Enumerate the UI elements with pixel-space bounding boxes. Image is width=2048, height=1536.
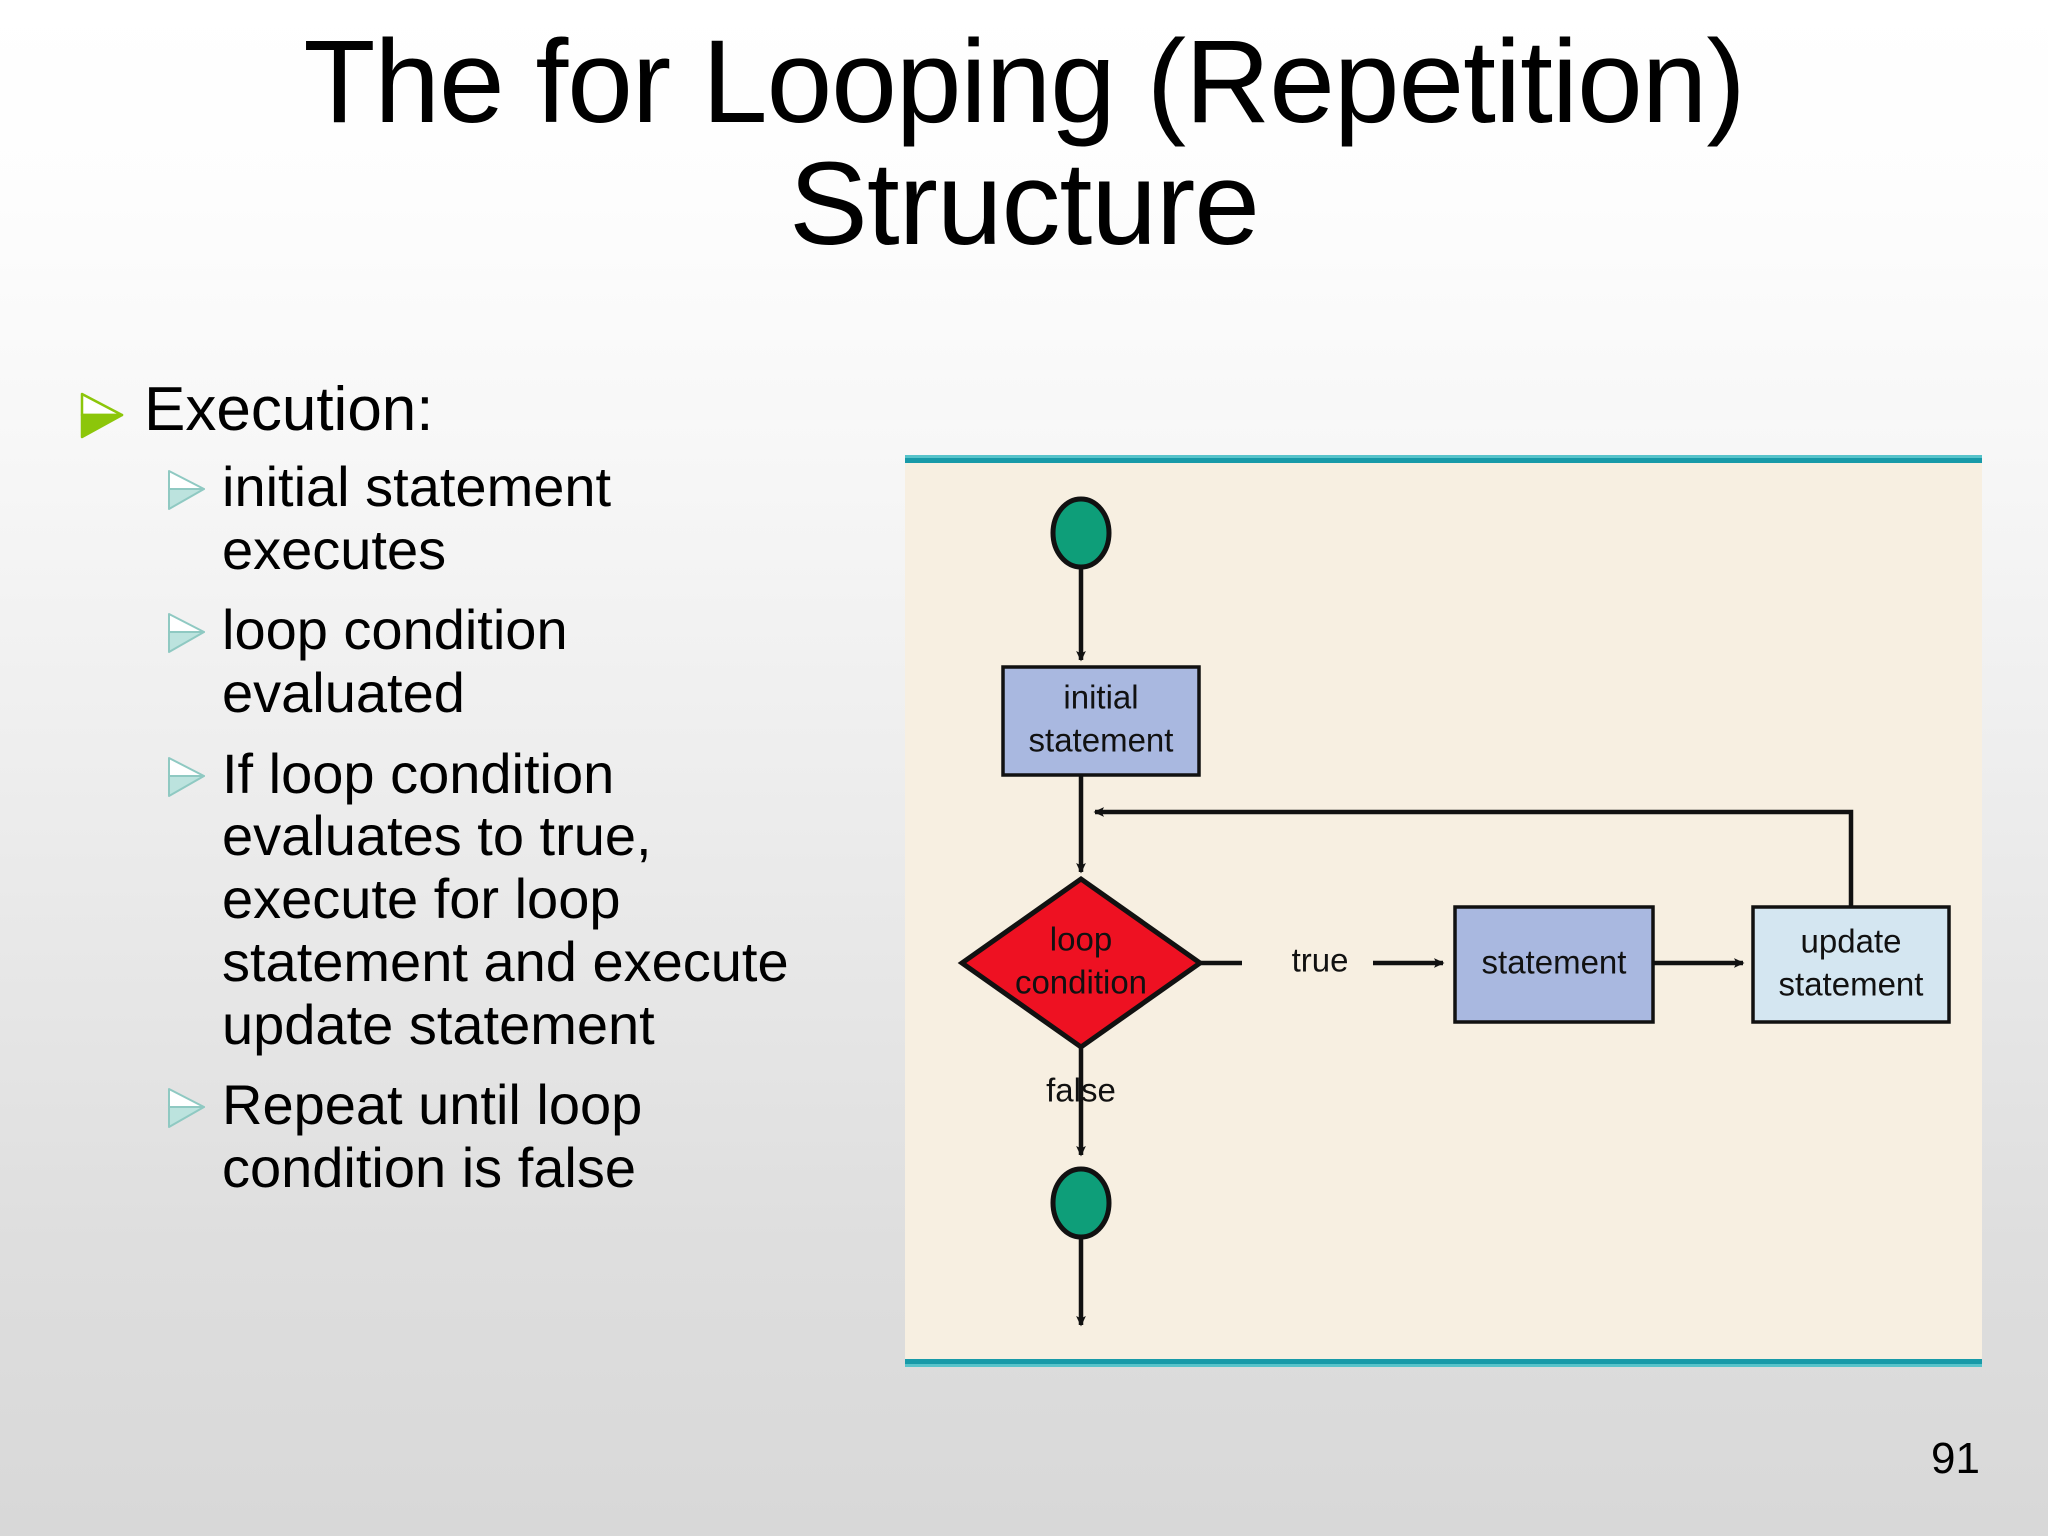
edge-label-true: true [1292, 942, 1349, 979]
node-loop-condition-line1: loop [1050, 921, 1112, 958]
flowchart-figure: initial statement loop condition true st… [905, 455, 1982, 1367]
arrowhead-bullet-icon [78, 392, 124, 440]
bullet-item-repeat: Repeat until loop condition is false [78, 1073, 878, 1200]
edge-update-to-condition-loopback [1093, 807, 1854, 907]
title-line-1: The for Looping (Repetition) [303, 16, 1745, 148]
node-update-statement-line2: statement [1779, 966, 1924, 1003]
end-node [1050, 1166, 1112, 1240]
bullet-item-if-true: If loop condition evaluates to true, exe… [78, 741, 878, 1057]
bullet-item-execution: Execution: [78, 378, 878, 442]
start-node [1050, 496, 1112, 570]
node-initial-statement [1001, 665, 1201, 777]
bullet-text-repeat: Repeat until loop condition is false [222, 1073, 643, 1200]
bullet-text-initial-statement: initial statement executes [222, 454, 612, 581]
bullet-item-initial-statement: initial statement executes [78, 454, 878, 581]
bullet-text-execution: Execution: [144, 375, 434, 444]
node-statement-label: statement [1482, 944, 1627, 981]
flowchart-svg: initial statement loop condition true st… [957, 496, 1951, 1327]
arrowhead-bullet-icon [166, 612, 206, 654]
node-loop-condition-line2: condition [1015, 964, 1147, 1001]
node-initial-statement-line1: initial [1063, 679, 1138, 716]
arrowhead-bullet-icon [166, 1087, 206, 1129]
node-update-statement [1751, 905, 1951, 1024]
bullet-text-loop-condition: loop condition evaluated [222, 598, 568, 725]
figure-top-border [905, 455, 1982, 463]
page-title: The for Looping (Repetition) Structure [120, 16, 1928, 270]
bullet-text-if-true: If loop condition evaluates to true, exe… [222, 741, 789, 1056]
edge-label-false: false [1046, 1072, 1116, 1109]
figure-bottom-border [905, 1359, 1982, 1367]
node-statement [1453, 905, 1655, 1024]
bullet-item-loop-condition: loop condition evaluated [78, 598, 878, 725]
title-line-2: Structure [789, 137, 1260, 270]
bullet-list: Execution: initial statement executes lo… [78, 378, 878, 1218]
node-update-statement-line1: update [1801, 923, 1902, 960]
arrowhead-bullet-icon [166, 756, 206, 798]
node-initial-statement-line2: statement [1029, 722, 1174, 759]
page-number: 91 [1931, 1434, 1980, 1483]
arrowhead-bullet-icon [166, 469, 206, 511]
